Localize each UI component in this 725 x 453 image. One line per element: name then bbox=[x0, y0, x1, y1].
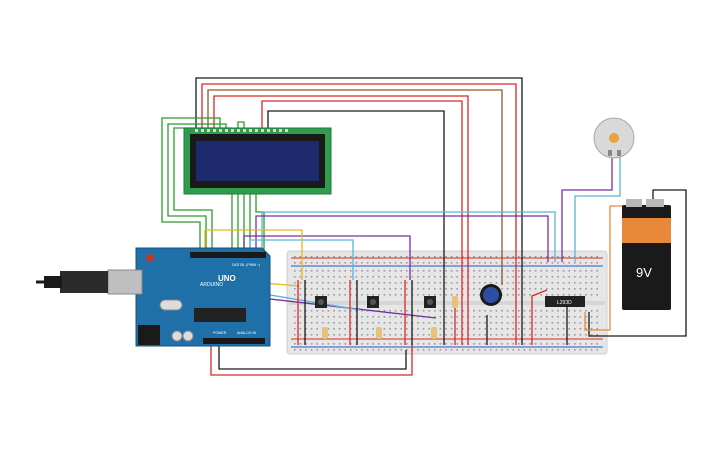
wire-purple-2 bbox=[243, 235, 411, 280]
wire-red-power bbox=[210, 344, 413, 376]
atmega-chip bbox=[194, 308, 246, 322]
driver-chip-label: L293D bbox=[557, 300, 572, 306]
battery-label: 9V bbox=[636, 265, 652, 280]
power-jack bbox=[138, 325, 160, 345]
wires bbox=[161, 77, 687, 376]
arduino-logo-text: ARDUINO bbox=[200, 282, 223, 288]
pushbuttons[interactable] bbox=[315, 296, 436, 308]
wire-motor-2 bbox=[574, 155, 621, 262]
usb-port bbox=[107, 269, 143, 295]
wire-black-gnd bbox=[218, 345, 407, 370]
motor-driver-chip: L293D bbox=[545, 296, 585, 307]
wire-cyan-1 bbox=[261, 211, 556, 262]
battery-9v: 9V bbox=[622, 199, 671, 310]
wire-purple-1 bbox=[255, 215, 549, 262]
arduino-brand: UNO bbox=[218, 274, 236, 283]
arduino-uno-board[interactable]: ARDUINO UNO DIGITAL (PWM ~) POWER ANALOG… bbox=[107, 247, 271, 347]
wire-brown-top bbox=[207, 89, 503, 285]
potentiometer[interactable] bbox=[480, 284, 502, 306]
wire-red-3 bbox=[261, 100, 463, 345]
usb-cable bbox=[36, 271, 108, 293]
wire-motor-1 bbox=[561, 155, 613, 262]
power-label: POWER bbox=[213, 331, 227, 335]
resistors bbox=[322, 296, 458, 339]
digital-header bbox=[190, 252, 266, 258]
wire-green-2 bbox=[167, 123, 227, 255]
analog-header bbox=[203, 338, 265, 344]
wire-black-2 bbox=[267, 110, 445, 345]
reset-button bbox=[146, 254, 154, 262]
digital-header-label: DIGITAL (PWM ~) bbox=[232, 263, 260, 267]
breadboard[interactable] bbox=[286, 250, 608, 355]
wire-red-2 bbox=[213, 95, 469, 345]
lcd-display bbox=[183, 127, 332, 195]
wire-yellow-1 bbox=[204, 229, 303, 280]
dc-motor bbox=[593, 117, 635, 159]
wire-battery-neg bbox=[588, 189, 687, 337]
analog-label: ANALOG IN bbox=[237, 331, 257, 335]
wire-red-top bbox=[201, 83, 517, 345]
wire-green-1 bbox=[161, 117, 221, 255]
